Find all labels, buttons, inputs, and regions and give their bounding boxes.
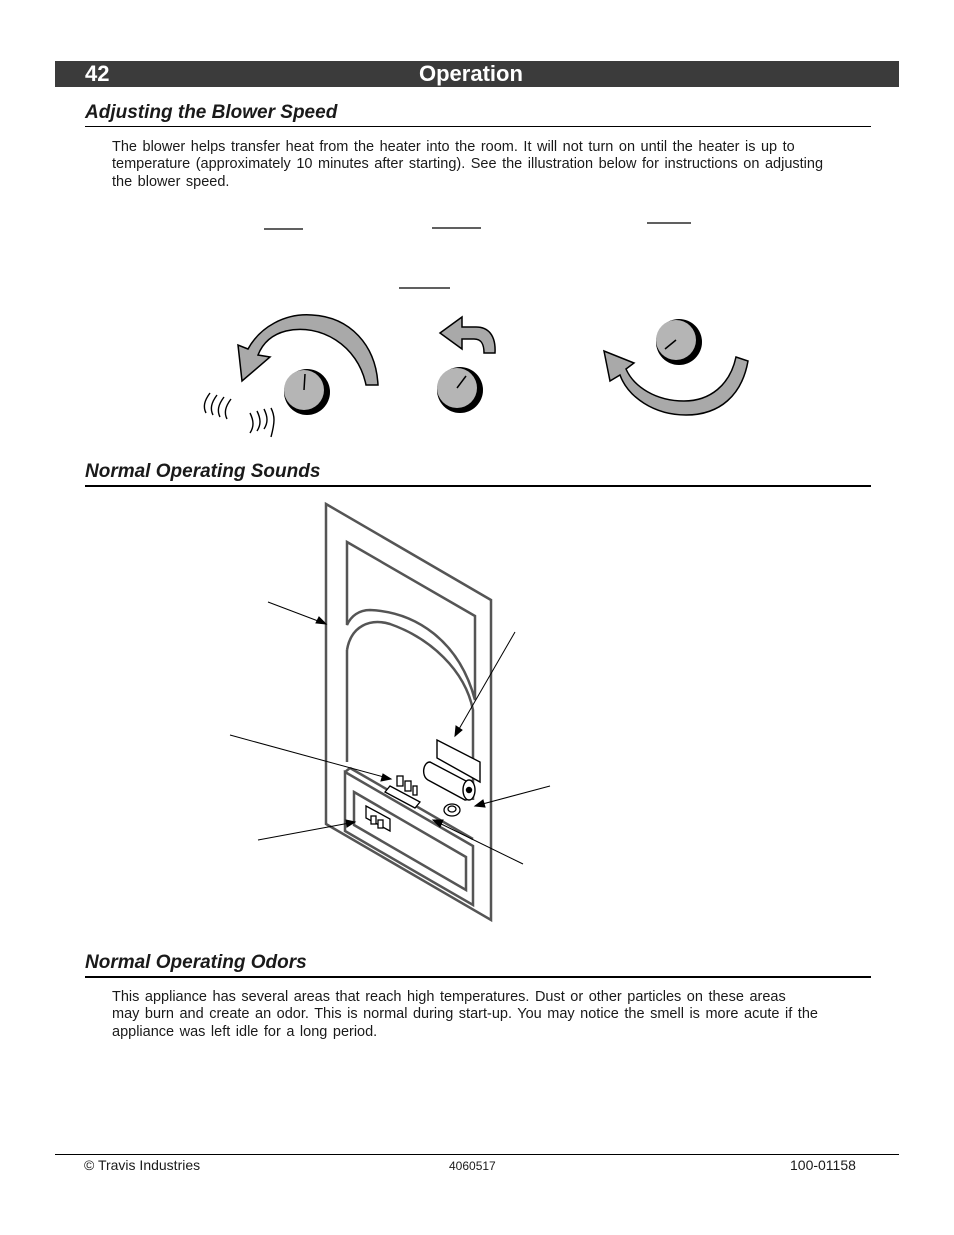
footer-part-number: 100-01158 bbox=[790, 1157, 856, 1173]
footer-copyright: © Travis Industries bbox=[84, 1157, 201, 1173]
odors-paragraph: This appliance has several areas that re… bbox=[112, 989, 818, 1040]
upper-arch-panel bbox=[345, 539, 477, 701]
blower-speed-illustration bbox=[203, 222, 749, 438]
fireplace-insert-illustration bbox=[229, 501, 551, 923]
page-number: 42 bbox=[85, 61, 110, 86]
leader-line bbox=[267, 601, 327, 625]
lower-valve-component-icon bbox=[365, 804, 391, 833]
leader-line bbox=[257, 821, 356, 841]
footer-doc-code: 4060517 bbox=[449, 1159, 496, 1173]
small-arrow-icon bbox=[438, 315, 496, 354]
heading-normal-operating-sounds: Normal Operating Sounds bbox=[85, 461, 871, 487]
blower-knob-low-icon bbox=[656, 319, 702, 365]
faceplate-outline bbox=[324, 501, 493, 923]
sound-waves-icon bbox=[203, 392, 275, 438]
arch-opening bbox=[345, 620, 475, 800]
leader-line bbox=[229, 734, 392, 780]
lower-louver-inner bbox=[352, 789, 468, 893]
page-header-bar: 42 Operation bbox=[55, 61, 899, 87]
blower-paragraph: The blower helps transfer heat from the … bbox=[112, 139, 824, 190]
heading-adjusting-blower-speed: Adjusting the Blower Speed bbox=[85, 102, 871, 127]
clockwise-arrow-icon bbox=[602, 349, 749, 416]
counterclockwise-arrow-icon bbox=[237, 314, 379, 386]
chapter-title: Operation bbox=[419, 61, 523, 86]
blower-component-icon bbox=[423, 738, 481, 801]
blower-knob-medium-icon bbox=[437, 367, 483, 413]
footer-divider bbox=[55, 1154, 899, 1155]
gas-valve-component-icon bbox=[383, 775, 422, 809]
heading-normal-operating-odors: Normal Operating Odors bbox=[85, 952, 871, 978]
lower-louver-frame bbox=[343, 769, 475, 908]
igniter-component-icon bbox=[443, 803, 461, 817]
leader-line bbox=[454, 631, 516, 737]
ledge-edge bbox=[344, 767, 351, 773]
leader-line bbox=[474, 785, 551, 807]
blower-knob-high-icon bbox=[284, 369, 330, 415]
leader-line bbox=[432, 819, 524, 865]
